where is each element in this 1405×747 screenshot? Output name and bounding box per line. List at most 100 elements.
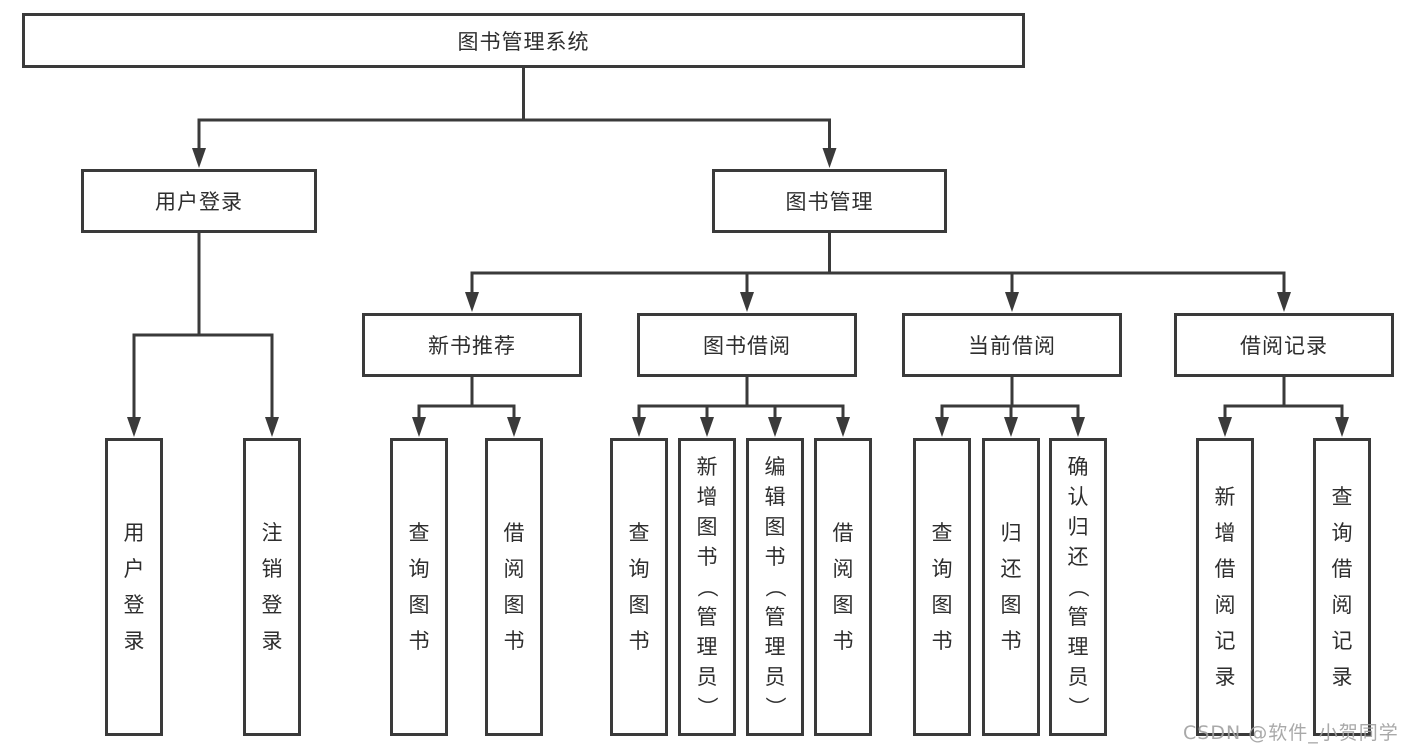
- node-borrow-record: 借阅记录: [1174, 313, 1394, 377]
- node-label-char: 理: [1067, 635, 1089, 659]
- node-label-char: 员: [764, 665, 786, 689]
- arrowhead-icon: [465, 292, 479, 312]
- node-label-char: 用: [123, 521, 145, 545]
- node-label-char: 编: [764, 455, 786, 479]
- arrowhead-icon: [1004, 417, 1018, 437]
- node-label-char: 管: [1067, 605, 1089, 629]
- node-label-char: 管: [764, 605, 786, 629]
- arrowhead-icon: [265, 417, 279, 437]
- node-label-char: 书: [503, 629, 525, 653]
- node-label-char: 询: [931, 557, 953, 581]
- node-label-char: 理: [696, 635, 718, 659]
- node-label-char: 注: [261, 521, 283, 545]
- node-label: 新书推荐: [428, 334, 516, 358]
- node-label-char: 借: [1331, 557, 1353, 581]
- node-leaf-return-book: 归还图书: [982, 438, 1040, 736]
- node-label-char: 录: [1331, 665, 1353, 689]
- arrowhead-icon: [700, 417, 714, 437]
- node-leaf-borrow-book-1: 借阅图书: [485, 438, 543, 736]
- node-label: 图书管理系统: [457, 29, 590, 54]
- node-label-char: 查: [628, 521, 650, 545]
- arrowhead-icon: [1071, 417, 1085, 437]
- watermark: CSDN @软件_小贺同学: [1183, 722, 1399, 744]
- node-label-char: （: [695, 576, 719, 598]
- node-label-char: 还: [1000, 557, 1022, 581]
- node-label-char: 录: [1214, 665, 1236, 689]
- node-leaf-query-book-1: 查询图书: [390, 438, 448, 736]
- node-label-char: 理: [764, 635, 786, 659]
- node-label-char: ）: [763, 696, 787, 718]
- arrowhead-icon: [1218, 417, 1232, 437]
- node-label-char: 登: [261, 593, 283, 617]
- node-label-char: 确: [1067, 455, 1089, 479]
- node-book-mgmt-branch: 图书管理: [712, 169, 947, 233]
- arrowhead-icon: [412, 417, 426, 437]
- node-label-char: 归: [1067, 515, 1089, 539]
- node-label: 图书借阅: [703, 334, 791, 358]
- arrowhead-icon: [1335, 417, 1349, 437]
- node-leaf-query-book-2: 查询图书: [610, 438, 668, 736]
- node-label: 当前借阅: [968, 334, 1056, 358]
- node-root: 图书管理系统: [22, 13, 1025, 68]
- node-label-char: 增: [696, 485, 718, 509]
- node-label-char: 销: [261, 557, 283, 581]
- node-label-char: 书: [764, 545, 786, 569]
- arrowhead-icon: [822, 148, 837, 168]
- node-label-char: 阅: [1214, 593, 1236, 617]
- node-label-char: 借: [503, 521, 525, 545]
- node-label: 借阅记录: [1240, 334, 1328, 358]
- node-label-char: 记: [1214, 629, 1236, 653]
- node-label-char: 书: [408, 629, 430, 653]
- node-new-book-rec: 新书推荐: [362, 313, 582, 377]
- node-label-char: 录: [261, 629, 283, 653]
- node-label-char: 阅: [503, 557, 525, 581]
- node-label-char: 借: [832, 521, 854, 545]
- node-label-char: 书: [931, 629, 953, 653]
- node-label-char: 新: [696, 455, 718, 479]
- node-label-char: 管: [696, 605, 718, 629]
- node-label-char: 增: [1214, 521, 1236, 545]
- node-label-char: 还: [1067, 545, 1089, 569]
- node-leaf-query-record: 查询借阅记录: [1313, 438, 1371, 736]
- node-label-char: 查: [1331, 485, 1353, 509]
- node-user-login-branch: 用户登录: [81, 169, 317, 233]
- node-label-char: （: [1066, 576, 1090, 598]
- arrowhead-icon: [127, 417, 141, 437]
- node-label-char: ）: [695, 696, 719, 718]
- node-leaf-borrow-book-2: 借阅图书: [814, 438, 872, 736]
- node-label-char: 书: [1000, 629, 1022, 653]
- arrowhead-icon: [740, 292, 754, 312]
- node-label-char: 员: [696, 665, 718, 689]
- arrowhead-icon: [507, 417, 521, 437]
- node-label-char: 书: [628, 629, 650, 653]
- node-label-char: （: [763, 576, 787, 598]
- node-book-borrow: 图书借阅: [637, 313, 857, 377]
- node-leaf-user-login: 用户登录: [105, 438, 163, 736]
- arrowhead-icon: [1277, 292, 1291, 312]
- arrowhead-icon: [768, 417, 782, 437]
- node-leaf-edit-book: 编辑图书（管理员）: [746, 438, 804, 736]
- node-label-char: 归: [1000, 521, 1022, 545]
- node-leaf-logout: 注销登录: [243, 438, 301, 736]
- node-label-char: 图: [696, 515, 718, 539]
- node-label-char: 询: [1331, 521, 1353, 545]
- node-leaf-query-book-3: 查询图书: [913, 438, 971, 736]
- node-current-borrow: 当前借阅: [902, 313, 1122, 377]
- arrowhead-icon: [632, 417, 646, 437]
- node-leaf-confirm-return: 确认归还（管理员）: [1049, 438, 1107, 736]
- arrowhead-icon: [192, 148, 206, 168]
- node-label-char: 图: [503, 593, 525, 617]
- node-label-char: 户: [123, 557, 145, 581]
- node-label-char: 询: [408, 557, 430, 581]
- arrowhead-icon: [1005, 292, 1019, 312]
- arrowhead-icon: [935, 417, 949, 437]
- node-label-char: 新: [1214, 485, 1236, 509]
- node-label-char: 阅: [1331, 593, 1353, 617]
- node-label-char: ）: [1066, 696, 1090, 718]
- node-label-char: 书: [696, 545, 718, 569]
- node-label-char: 阅: [832, 557, 854, 581]
- node-label-char: 查: [931, 521, 953, 545]
- node-label: 图书管理: [785, 190, 874, 214]
- node-label-char: 登: [123, 593, 145, 617]
